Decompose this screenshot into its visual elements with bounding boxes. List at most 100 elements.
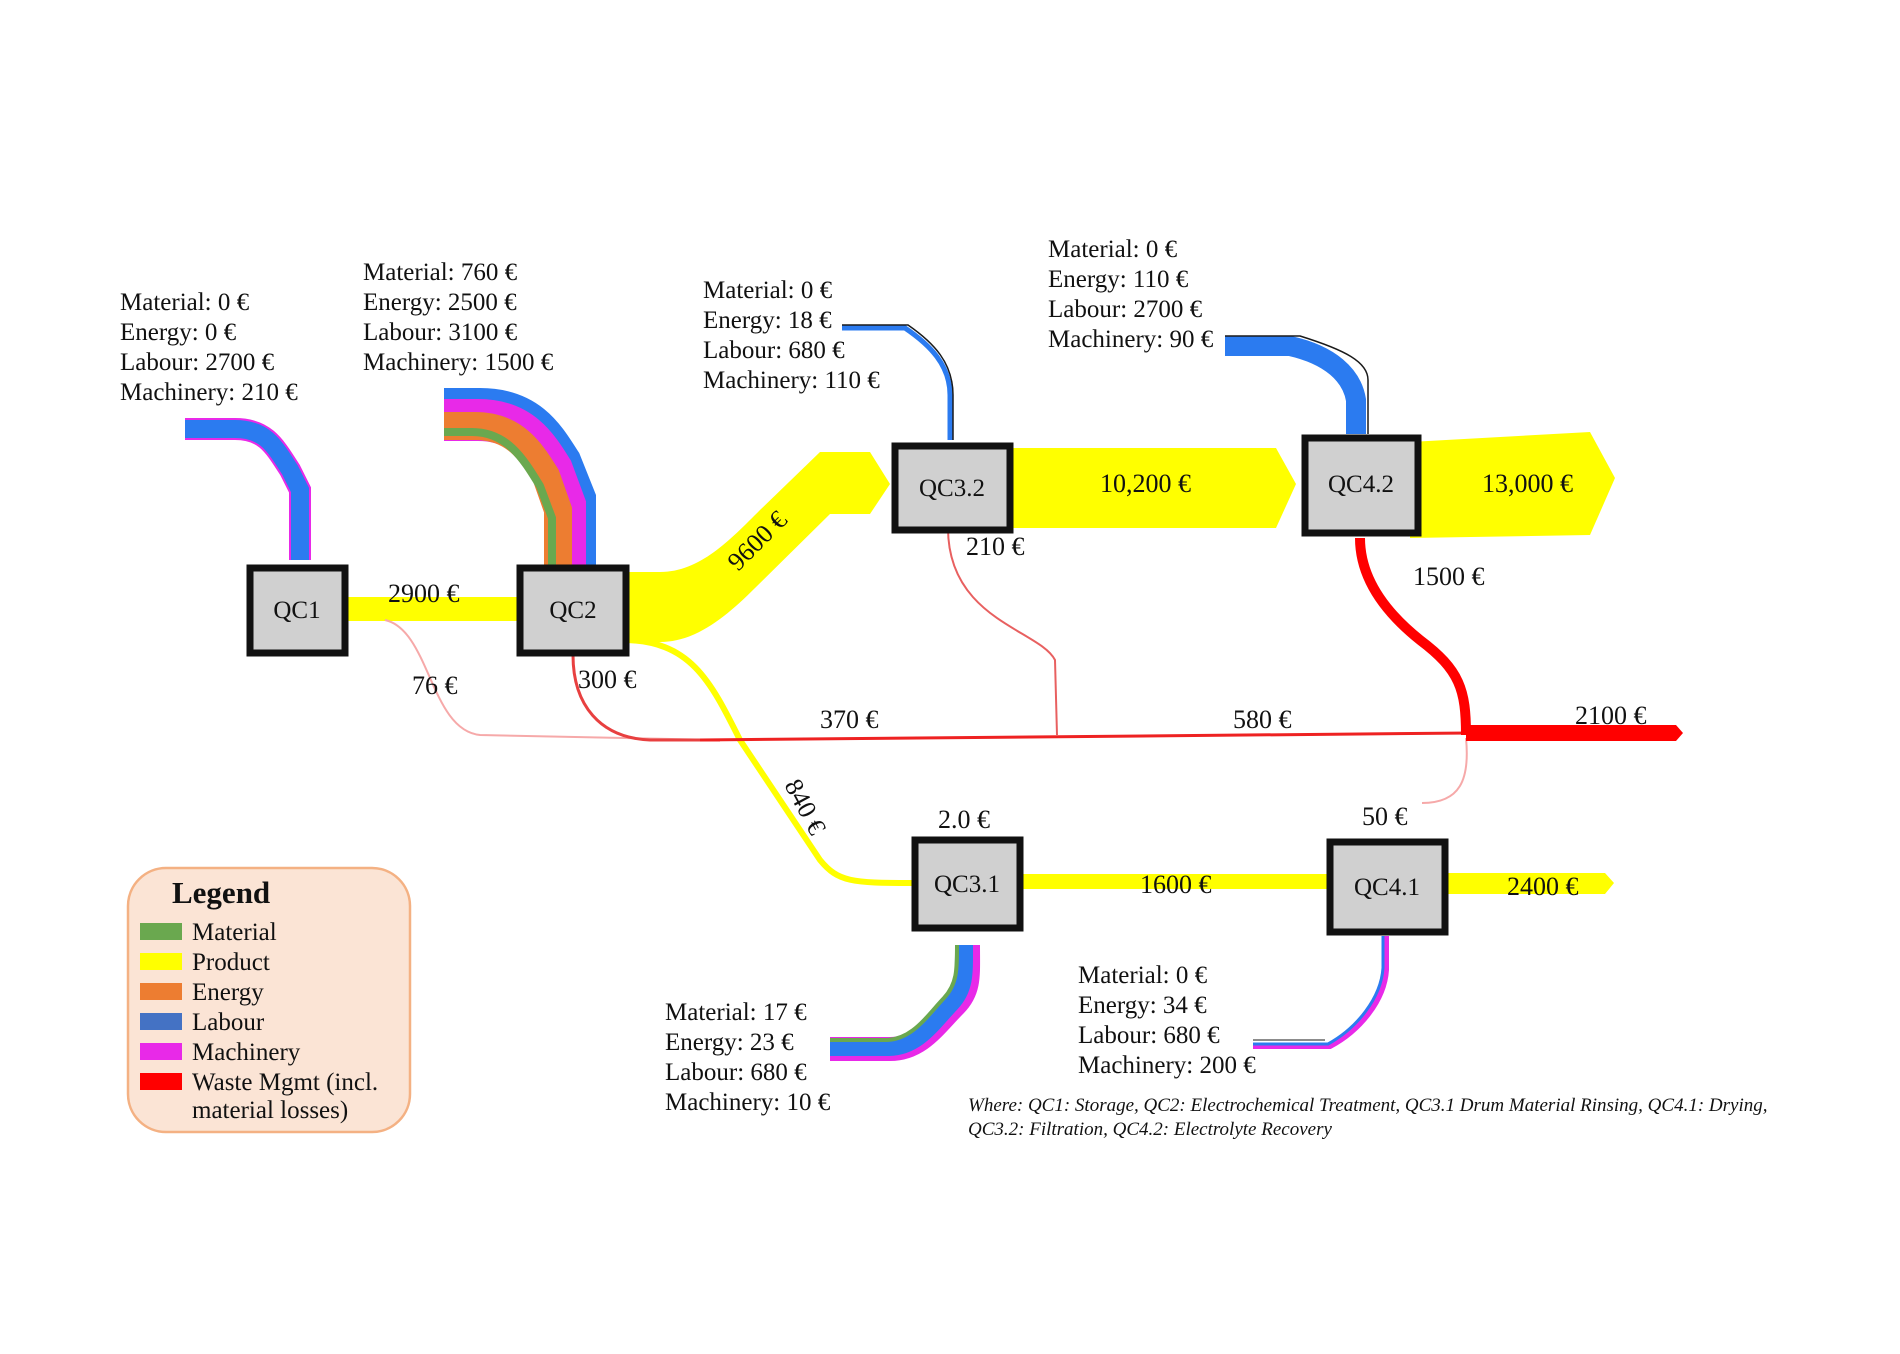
input-label-qc2: Material: 760 € Energy: 2500 € Labour: 3… [363, 259, 554, 376]
waste-label-qc42: 1500 € [1413, 562, 1485, 591]
legend-label-energy: Energy [192, 979, 264, 1006]
waste-qc2 [571, 654, 720, 742]
node-qc41: QC4.1 [1326, 838, 1449, 936]
input-qc41-material: Material: 0 € [1078, 962, 1208, 989]
legend-label-waste: Waste Mgmt (incl. [192, 1069, 378, 1096]
input-qc1-labour-value: Labour: 2700 € [120, 349, 275, 376]
legend-swatch-product [140, 953, 182, 970]
input-qc42-machinery-value: Machinery: 90 € [1048, 326, 1214, 353]
node-qc1-label: QC1 [273, 597, 320, 624]
flow-qc2-qc32 [620, 452, 890, 642]
input-qc42-labour [1225, 336, 1366, 434]
input-qc31-machinery-value: Machinery: 10 € [665, 1089, 831, 1116]
waste-label-qc32: 210 € [966, 532, 1025, 561]
input-qc31-energy: Energy: 23 € [665, 1029, 794, 1056]
input-qc2-energy [444, 412, 572, 566]
input-qc2-material-value: Material: 760 € [363, 259, 518, 286]
input-qc42-machinery [1225, 335, 1369, 434]
input-labels: Material: 0 € Energy: 0 € Labour: 2700 €… [120, 236, 1256, 1116]
waste-qc42 [1355, 537, 1471, 736]
waste-label-qc2: 300 € [578, 665, 637, 694]
flow-qc1-qc2 [345, 597, 520, 621]
waste-label-seg1: 370 € [820, 705, 879, 734]
node-qc42: QC4.2 [1301, 434, 1422, 537]
input-qc42-labour-value: Labour: 2700 € [1048, 296, 1203, 323]
waste-main-line [699, 731, 1471, 742]
legend-swatch-energy [140, 983, 182, 1000]
waste-flows [384, 527, 1683, 804]
waste-qc1 [384, 619, 721, 741]
node-qc32-label: QC3.2 [919, 475, 985, 502]
flow-qc42-out [1410, 432, 1615, 538]
node-qc1: QC1 [246, 564, 349, 657]
flow-label-qc1-qc2: 2900 € [388, 579, 460, 608]
input-qc32-labour [842, 325, 953, 440]
flow-label-qc32-qc42: 10,200 € [1100, 469, 1191, 498]
flow-label-qc42-out: 13,000 € [1482, 469, 1573, 498]
input-qc2-material [444, 428, 556, 566]
input-qc42-energy: Energy: 110 € [1048, 266, 1189, 293]
legend-box [126, 866, 412, 1134]
node-qc31: QC3.1 [911, 836, 1024, 932]
node-qc2-label: QC2 [549, 597, 596, 624]
input-qc1-material: Material: 0 € [120, 289, 250, 316]
input-qc2-energy-value: Energy: 2500 € [363, 289, 517, 316]
legend-label-waste-cont: material losses) [192, 1097, 348, 1124]
legend-swatch-material [140, 923, 182, 940]
flow-qc2-qc31 [621, 637, 913, 886]
input-qc32-machinery [842, 324, 954, 440]
input-qc41-labour [1253, 936, 1385, 1046]
waste-label-total: 2100 € [1575, 701, 1647, 730]
node-qc42-label: QC4.2 [1328, 471, 1394, 498]
legend-swatch-waste [140, 1073, 182, 1090]
node-qc32: QC3.2 [891, 442, 1014, 534]
legend-title: Legend [172, 875, 270, 910]
footnote-line-1: Where: QC1: Storage, QC2: Electrochemica… [968, 1095, 1767, 1116]
footnote: Where: QC1: Storage, QC2: Electrochemica… [968, 1095, 1767, 1140]
waste-label-qc31: 2.0 € [938, 805, 990, 834]
legend-label-machinery: Machinery [192, 1039, 301, 1066]
input-qc1-energy: Energy: 0 € [120, 319, 237, 346]
flow-qc32-qc42 [1005, 448, 1296, 528]
input-qc31-material-value: Material: 17 € [665, 999, 807, 1026]
input-qc42-material: Material: 0 € [1048, 236, 1178, 263]
input-qc41-machinery-value: Machinery: 200 € [1078, 1052, 1256, 1079]
input-qc32-labour-value: Labour: 680 € [703, 337, 845, 364]
waste-label-qc1: 76 € [412, 671, 458, 700]
legend-label-labour: Labour [192, 1009, 265, 1036]
node-qc2: QC2 [516, 564, 630, 657]
product-flows [345, 432, 1615, 894]
legend: Legend Material Product Energy Labour Ma… [126, 866, 412, 1134]
input-qc41-labour-value: Labour: 680 € [1078, 1022, 1220, 1049]
input-qc2-machinery-value: Machinery: 1500 € [363, 349, 554, 376]
waste-label-qc41: 50 € [1362, 802, 1408, 831]
nodes: QC1 QC2 QC3.2 QC4.2 QC3.1 QC4.1 [246, 434, 1449, 936]
legend-label-material: Material [192, 919, 277, 946]
waste-label-seg2: 580 € [1233, 705, 1292, 734]
legend-swatch-labour [140, 1013, 182, 1030]
legend-label-product: Product [192, 949, 270, 976]
input-qc31-labour-value: Labour: 680 € [665, 1059, 807, 1086]
flow-qc31-qc41 [1018, 874, 1330, 889]
input-qc1-labour [185, 420, 309, 560]
input-label-qc31: Material: 17 € Energy: 23 € Labour: 680 … [665, 999, 831, 1116]
input-qc32-energy: Energy: 18 € [703, 307, 832, 334]
input-qc32-material: Material: 0 € [703, 277, 833, 304]
footnote-line-2: QC3.2: Filtration, QC4.2: Electrolyte Re… [968, 1119, 1332, 1140]
flow-label-qc31-qc41: 1600 € [1140, 870, 1212, 899]
node-qc31-label: QC3.1 [934, 871, 1000, 898]
flow-qc41-out [1442, 873, 1614, 894]
input-qc41-machinery [1253, 936, 1389, 1049]
input-qc1-machinery-value: Machinery: 210 € [120, 379, 298, 406]
waste-total [1466, 725, 1683, 741]
waste-qc41 [1421, 737, 1468, 804]
input-qc32-machinery-value: Machinery: 110 € [703, 367, 880, 394]
input-qc31-labour [830, 944, 974, 1056]
input-qc2-labour-value: Labour: 3100 € [363, 319, 518, 346]
legend-swatch-machinery [140, 1043, 182, 1060]
input-qc41-energy: Energy: 34 € [1078, 992, 1207, 1019]
waste-qc32 [947, 527, 1058, 736]
input-label-qc42: Material: 0 € Energy: 110 € Labour: 2700… [1048, 236, 1214, 353]
input-label-qc32: Material: 0 € Energy: 18 € Labour: 680 €… [703, 277, 880, 394]
